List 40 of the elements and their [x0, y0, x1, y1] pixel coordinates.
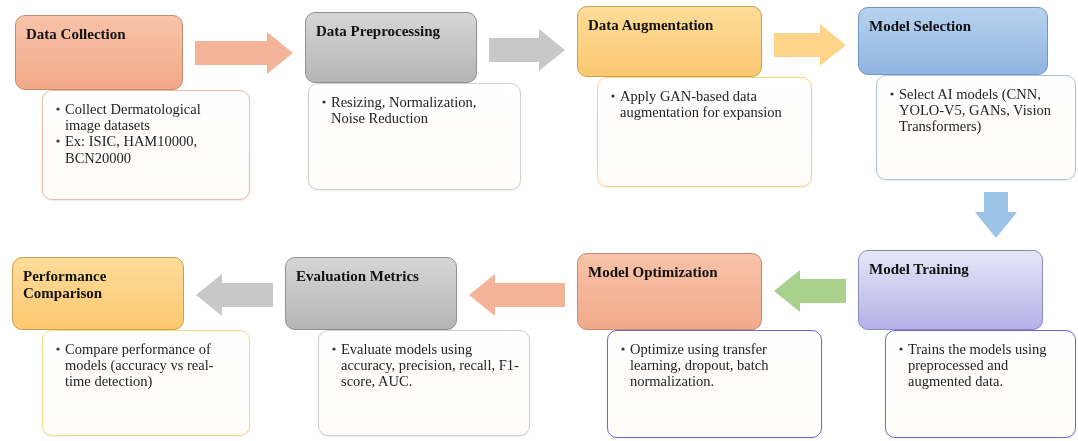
- step-title: Data Augmentation: [588, 17, 715, 35]
- step-detail-card: [318, 330, 530, 436]
- block-arrow: [975, 192, 1017, 238]
- step-heading-box: [858, 7, 1048, 75]
- step-heading-box: [858, 250, 1043, 330]
- block-arrow: [195, 32, 293, 74]
- bullet-text: Select AI models (CNN, YOLO-V5, GANs, Vision Transformers): [899, 86, 1052, 135]
- step-title: Evaluation Metrics: [296, 268, 420, 286]
- bullet-text: Evaluate models using accuracy, precision, recall, F1-score, AUC.: [341, 341, 519, 390]
- bullet-text: Collect Dermatological image datasets: [65, 101, 202, 134]
- step-title: Model Optimization: [588, 264, 719, 282]
- bullet-text: Optimize using transfer learning, dropout, batch normalization.: [630, 341, 770, 390]
- step-title: Model Training: [869, 261, 970, 279]
- step-title: Performance Comparison: [23, 268, 108, 303]
- step-detail-card: [876, 75, 1076, 180]
- step-heading-box: [12, 257, 184, 330]
- step-title: Data Collection: [26, 26, 127, 44]
- block-arrow: [196, 274, 273, 316]
- block-arrow: [774, 270, 846, 312]
- block-arrow: [774, 24, 846, 66]
- step-heading-box: [305, 12, 477, 83]
- bullet-text: Resizing, Normalization, Noise Reduction: [331, 94, 478, 127]
- step-title: Data Preprocessing: [316, 23, 441, 41]
- step-heading-box: [577, 6, 762, 77]
- bullet-text: Apply GAN-based data augmentation for expansion: [620, 88, 783, 121]
- block-arrow: [469, 274, 565, 316]
- step-detail-card: [885, 330, 1076, 438]
- step-detail-card: [42, 330, 250, 436]
- step-heading-box: [577, 253, 762, 330]
- step-detail-card: [42, 90, 250, 200]
- bullet-text: Ex: ISIC, HAM10000, BCN20000: [65, 133, 199, 166]
- step-detail-card: [308, 83, 521, 190]
- bullet-text: Trains the models using preprocessed and augmented data.: [908, 341, 1048, 390]
- step-detail-card: [607, 330, 822, 438]
- step-heading-box: [285, 257, 457, 330]
- step-detail-card: [597, 77, 812, 187]
- step-title: Model Selection: [869, 18, 973, 36]
- step-heading-box: [15, 15, 183, 90]
- block-arrow: [489, 29, 565, 71]
- bullet-text: Compare performance of models (accuracy vs real-time detection): [65, 341, 215, 390]
